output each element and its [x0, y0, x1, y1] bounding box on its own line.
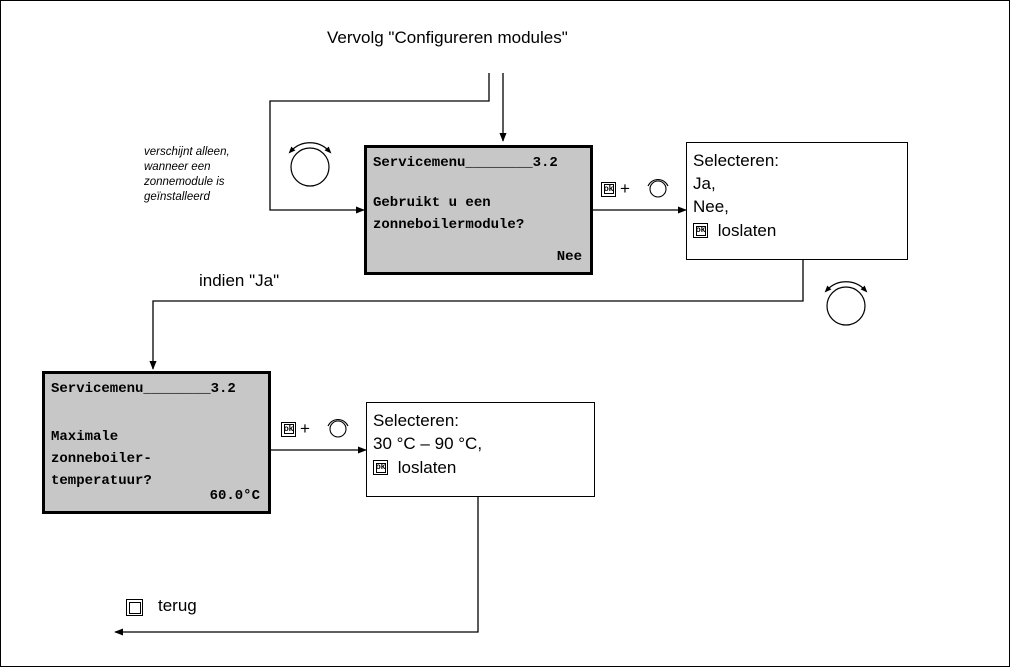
- service-display-solar-module: Servicemenu________3.2 Gebruikt u een zo…: [364, 145, 593, 275]
- display-header: Servicemenu________3.2: [51, 381, 236, 397]
- small-knob-icon: [647, 179, 669, 198]
- back-key-icon: [126, 599, 143, 616]
- selection-box-temperature-range: Selecteren: 30 °C – 90 °C, ok loslaten: [366, 402, 595, 497]
- release-instruction: ok loslaten: [693, 219, 776, 242]
- release-instruction: ok loslaten: [373, 456, 456, 479]
- selection-box-yes-no: Selecteren: Ja, Nee, ok loslaten: [686, 142, 908, 260]
- note-line: geïnstalleerd: [144, 191, 210, 203]
- condition-label: indien "Ja": [199, 271, 280, 290]
- ok-plus-turn-instruction: ok +: [601, 179, 633, 199]
- plus-sign: +: [620, 179, 630, 198]
- selection-range: 30 °C – 90 °C,: [373, 434, 483, 453]
- arrow-back: [114, 497, 479, 636]
- note-line: verschijnt alleen,: [144, 146, 230, 158]
- ok-plus-turn-instruction: ok +: [281, 419, 313, 439]
- display-header: Servicemenu________3.2: [373, 155, 558, 171]
- ok-key-icon: ok: [601, 181, 616, 197]
- rotary-knob-icon: [824, 281, 868, 326]
- rotary-knob-icon: [288, 142, 332, 187]
- ok-key-icon: ok: [281, 421, 296, 437]
- bypass-line: [269, 73, 490, 214]
- display-question-line: zonneboilermodule?: [373, 217, 525, 233]
- display-value: 60.0°C: [209, 488, 260, 504]
- back-label: terug: [158, 596, 197, 615]
- note-line: zonnemodule is: [144, 176, 225, 188]
- conditional-note: verschijnt alleen, wanneer een zonnemodu…: [144, 145, 269, 205]
- display-question-line: Maximale: [51, 429, 119, 445]
- arrow-select1-display2: [149, 260, 804, 370]
- service-display-max-temperature: Servicemenu________3.2 Maximale zonneboi…: [42, 371, 271, 514]
- plus-sign: +: [300, 419, 310, 438]
- selection-option: Nee,: [693, 197, 729, 216]
- note-line: wanneer een: [144, 161, 211, 173]
- selection-title: Selecteren:: [693, 151, 779, 170]
- ok-key-icon: ok: [693, 223, 708, 238]
- display-value: Nee: [556, 249, 582, 265]
- display-question-line: zonneboiler-: [51, 451, 152, 467]
- diagram-title: Vervolg "Configureren modules": [327, 28, 568, 47]
- ok-key-icon: ok: [373, 460, 388, 475]
- small-knob-icon: [327, 419, 349, 438]
- display-question-line: Gebruikt u een: [373, 195, 491, 211]
- selection-title: Selecteren:: [373, 411, 459, 430]
- display-question-line: temperatuur?: [51, 473, 152, 489]
- selection-option: Ja,: [693, 174, 716, 193]
